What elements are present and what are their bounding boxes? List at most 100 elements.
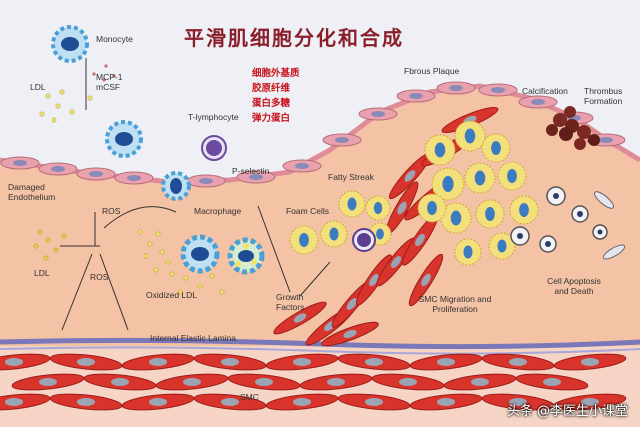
migrating-smc-nucleus	[390, 256, 402, 268]
endothelial-nucleus	[127, 175, 141, 181]
media-smooth-muscle-cells	[0, 353, 627, 411]
lymphocyte-in-plaque-icon	[352, 228, 376, 252]
ldl-particle	[112, 74, 116, 78]
internal-elastic-lamina-line	[0, 346, 640, 355]
ldl-particle	[45, 237, 51, 243]
monocyte-icon	[51, 25, 89, 63]
extracellular-matrix-list: 细胞外基质 胶原纤维 蛋白多糖 弹力蛋白	[252, 66, 300, 126]
foam-cell-nucleus	[434, 142, 446, 158]
endothelial-cells	[0, 81, 626, 188]
ldl-particle	[69, 109, 75, 115]
smc-nucleus	[365, 398, 383, 406]
foam-cells-cluster	[289, 120, 539, 266]
migrating-smc-nucleus	[343, 329, 357, 339]
monocyte-icon	[105, 120, 143, 158]
migrating-smc-nucleus	[346, 298, 358, 310]
apoptotic-cells	[510, 186, 626, 260]
smc-nucleus	[149, 358, 167, 366]
label-calcification: Calcification	[522, 86, 568, 96]
foam-cell-nucleus	[507, 169, 517, 183]
endothelial-nucleus	[599, 137, 613, 143]
ldl-particle	[137, 229, 143, 235]
smc-nucleus	[293, 398, 311, 406]
ldl-particle	[169, 271, 175, 277]
label-p-selectin: P-selectin	[232, 166, 270, 176]
endothelial-nucleus	[13, 160, 27, 166]
ldl-particle	[51, 117, 57, 123]
foam-cell-nucleus	[347, 197, 357, 211]
arrow-growth-factors	[257, 205, 291, 293]
ecm-item: 蛋白多糖	[252, 98, 291, 109]
foam-cell-nucleus	[497, 239, 507, 253]
ldl-particles	[33, 64, 225, 295]
smc-nucleus	[77, 358, 95, 366]
label-smc-migration: SMC Migration and Proliferation	[418, 294, 492, 314]
arrow-ros-curve	[103, 206, 177, 229]
smc-nucleus	[581, 398, 599, 406]
smc-nucleus	[77, 398, 95, 406]
foam-cell-nucleus	[427, 201, 437, 215]
label-monocyte: Monocyte	[96, 34, 133, 44]
foam-cell-nucleus	[491, 141, 501, 155]
ldl-particle	[87, 95, 93, 101]
smc-nucleus	[221, 398, 239, 406]
label-t-lymphocyte: T-lymphocyte	[188, 112, 239, 122]
ldl-particle	[153, 267, 159, 273]
foam-cell-nucleus	[450, 210, 462, 226]
label-ros-bottom: ROS	[90, 272, 109, 282]
ldl-particle	[61, 233, 67, 239]
migrating-smc-nucleus	[404, 170, 416, 182]
ldl-particle	[197, 283, 203, 289]
label-ldl-top: LDL	[30, 82, 46, 92]
foam-cell-nucleus	[299, 233, 309, 247]
foam-cell-nucleus	[373, 202, 383, 214]
internal-elastic-lamina-band	[0, 337, 640, 350]
label-cell-apoptosis: Cell Apoptosis and Death	[547, 276, 601, 296]
ldl-particle	[33, 243, 39, 249]
foam-cell-nucleus	[485, 207, 495, 221]
smc-nucleus	[509, 398, 527, 406]
label-oxidized-ldl: Oxidized LDL	[146, 290, 198, 300]
ldl-particle	[102, 78, 106, 82]
migrating-smc-nucleus	[369, 273, 379, 287]
smc-nucleus	[543, 378, 561, 386]
endothelial-nucleus	[371, 111, 385, 117]
label-ldl-bottom: LDL	[34, 268, 50, 278]
ldl-particle	[147, 241, 153, 247]
watermark: 头条 @李医生小课堂	[506, 404, 628, 419]
label-ros-top: ROS	[102, 206, 121, 216]
endothelial-nucleus	[89, 171, 103, 177]
label-mcp1: MCP-1	[96, 72, 123, 82]
label-growth-factors: Growth Factors	[276, 292, 305, 312]
smc-nucleus	[149, 398, 167, 406]
ldl-particle	[143, 253, 149, 259]
macrophage-icon	[180, 234, 220, 274]
endothelial-nucleus	[295, 163, 309, 169]
smc-nucleus	[365, 358, 383, 366]
endothelial-nucleus	[491, 87, 505, 93]
ldl-particle	[45, 93, 51, 99]
smc-nucleus	[399, 378, 417, 386]
smc-nucleus	[221, 358, 239, 366]
smc-nucleus	[5, 358, 23, 366]
arrow-ros-lamina-left	[61, 253, 93, 331]
ldl-particle	[177, 289, 183, 295]
endothelial-nucleus	[249, 174, 263, 180]
smc-nucleus	[111, 378, 129, 386]
ldl-particle	[55, 103, 61, 109]
label-foam-cells: Foam Cells	[286, 206, 329, 216]
t-lymphocyte-icon	[201, 135, 227, 161]
foam-cell-nucleus	[463, 245, 473, 259]
endothelial-nucleus	[51, 166, 65, 172]
macrophage-icon	[227, 237, 265, 275]
ldl-particle	[219, 289, 225, 295]
label-mcsf: mCSF	[96, 82, 121, 92]
smc-nucleus	[581, 358, 599, 366]
ldl-particle	[59, 89, 65, 95]
arrow-growth-smc	[299, 261, 331, 297]
pathway-arrows	[60, 58, 331, 331]
foam-cell-nucleus	[519, 203, 529, 217]
smc-nucleus	[437, 398, 455, 406]
foam-cell-nucleus	[329, 227, 339, 241]
